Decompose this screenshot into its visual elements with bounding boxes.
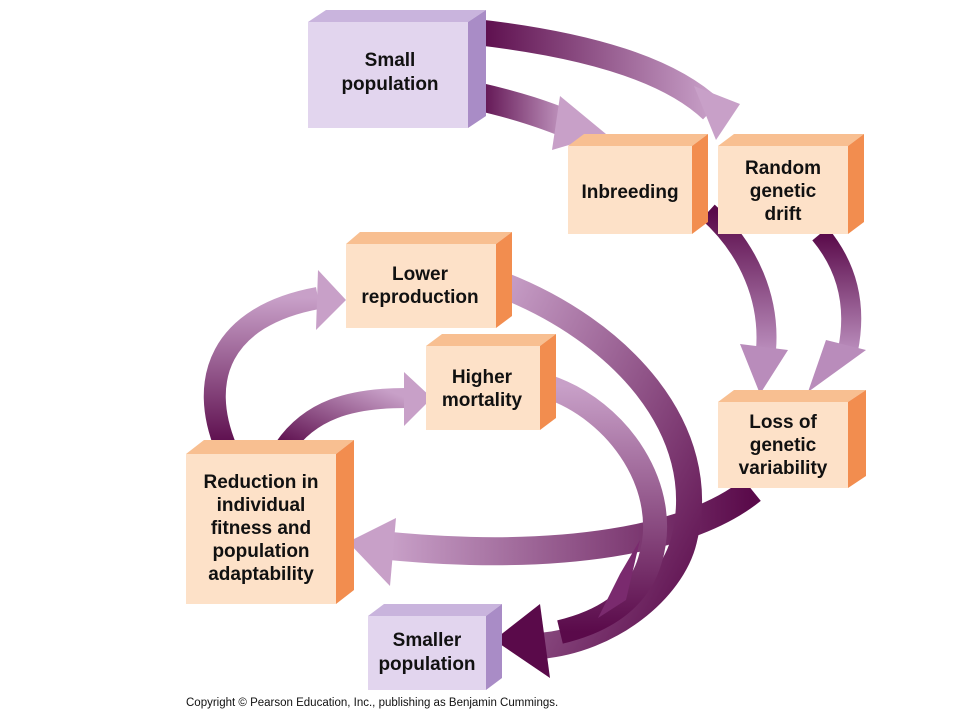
node-smaller-population: Smaller population [368,604,502,690]
node-reduction-in-fitness: Reduction in individual fitness and popu… [186,440,354,604]
node-small-population-line-2: population [341,74,438,95]
node-higher-mortality-line-1: Higher [452,367,513,388]
node-loss-of-genetic-variability: Loss of genetic variability [718,390,866,488]
node-reduction-line-3: fitness and [211,518,311,539]
arrow-drift-to-loss [808,227,866,392]
node-lower-reproduction-line-2: reproduction [361,287,478,308]
arrow-small-to-drift [474,19,740,140]
node-loss-line-1: Loss of [749,412,817,433]
node-reduction-line-4: population [212,541,309,562]
node-small-population: Small population [308,10,486,128]
node-lower-reproduction: Lower reproduction [346,232,512,328]
arrow-inbreeding-to-loss [701,204,788,394]
node-reduction-line-1: Reduction in [203,472,318,493]
arrow-reduction-to-higher-mortality [275,372,432,454]
node-reduction-line-2: individual [217,495,306,516]
node-small-population-line-1: Small [365,50,416,71]
copyright-notice: Copyright © Pearson Education, Inc., pub… [186,697,559,709]
node-random-genetic-drift-line-3: drift [765,204,803,225]
node-smaller-population-line-1: Smaller [393,630,462,651]
arrow-higher-mortality-to-smaller [494,374,667,678]
node-inbreeding: Inbreeding [568,134,708,234]
node-smaller-population-line-2: population [378,654,475,675]
node-higher-mortality-line-2: mortality [442,390,523,411]
node-reduction-line-5: adaptability [208,564,314,585]
arrow-reduction-to-lower-reproduction [203,270,346,453]
node-random-genetic-drift: Random genetic drift [718,134,864,234]
node-lower-reproduction-line-1: Lower [392,264,449,285]
arrows [203,19,866,678]
node-loss-line-3: variability [739,458,828,479]
arrow-loss-to-reduction [348,478,761,586]
node-random-genetic-drift-line-1: Random [745,158,821,179]
node-inbreeding-line-1: Inbreeding [581,182,678,203]
node-higher-mortality: Higher mortality [426,334,556,430]
node-loss-line-2: genetic [750,435,817,456]
node-random-genetic-drift-line-2: genetic [750,181,817,202]
